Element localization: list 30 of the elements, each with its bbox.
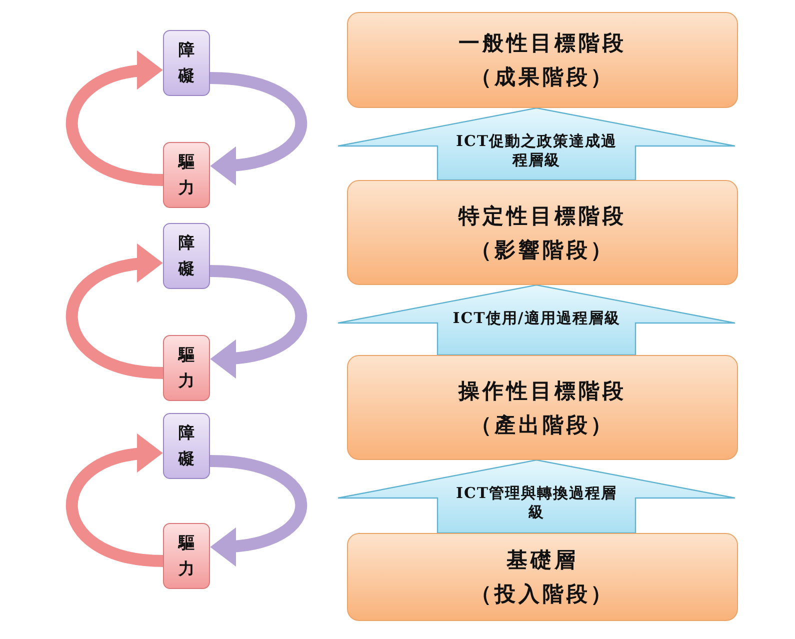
curved-arrow (210, 72, 308, 184)
stage-title: 操作性目標階段 (458, 376, 626, 404)
curved-arrow (66, 52, 164, 186)
stage-box (347, 180, 738, 285)
curved-arrow (66, 434, 164, 567)
driver-box: 驅力 (163, 142, 210, 208)
curved-arrow (210, 265, 308, 378)
block-arrow (337, 284, 736, 356)
block-arrow (337, 459, 736, 534)
barrier-box: 障礙 (163, 30, 210, 96)
driver-box: 驅力 (163, 523, 210, 589)
barrier-box: 障礙 (163, 413, 210, 479)
stage-subtitle: （投入階段） (470, 580, 614, 608)
stage-subtitle: （影響階段） (470, 236, 614, 264)
barrier-box: 障礙 (163, 223, 210, 289)
edge-label: ICT管理與轉換過程層級 (454, 484, 618, 522)
stage-subtitle: （產出階段） (470, 410, 614, 438)
driver-box: 驅力 (163, 335, 210, 401)
stage-subtitle: （成果階段） (470, 63, 614, 91)
stage-box (347, 355, 738, 460)
curved-arrow (210, 455, 307, 566)
stage-box (347, 533, 738, 621)
stage-box (347, 12, 738, 108)
edge-label: ICT使用/適用過程層級 (452, 309, 622, 328)
stage-title: 特定性目標階段 (458, 202, 626, 230)
stage-title: 一般性目標階段 (458, 29, 626, 57)
block-arrow (337, 107, 736, 181)
edge-label: ICT促動之政策達成過程層級 (454, 132, 618, 170)
stage-title: 基礎層 (506, 546, 578, 574)
curved-arrow (66, 245, 164, 379)
